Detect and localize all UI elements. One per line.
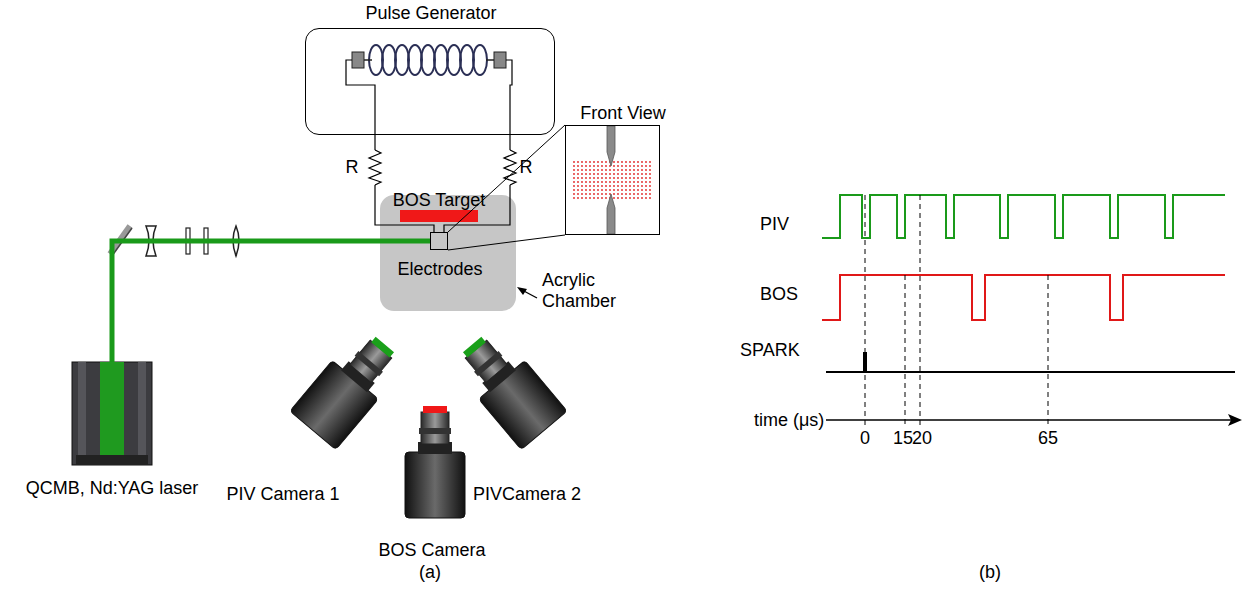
- front-view-inset: Front View: [565, 125, 660, 235]
- laser-unit: QCMB, Nd:YAG laser: [72, 362, 152, 465]
- node-label: PIVCamera 2: [473, 484, 581, 505]
- signal-name: BOS: [760, 284, 798, 305]
- node-label: PIV Camera 1: [226, 484, 339, 505]
- electrodes-box: Electrodes: [430, 232, 448, 250]
- bos-camera: BOS Camera: [400, 400, 470, 520]
- node-label: Electrodes: [397, 259, 482, 280]
- resistor-label: R: [346, 157, 359, 178]
- wire: [375, 135, 434, 232]
- pulse-generator: Pulse Generator: [305, 28, 555, 135]
- tick-label: 20: [912, 428, 932, 449]
- signal-name: SPARK: [740, 340, 800, 361]
- inset-leader: [448, 125, 565, 250]
- panel-label: (a): [419, 562, 441, 583]
- node-label: QCMB, Nd:YAG laser: [26, 478, 199, 499]
- tick-label: 0: [860, 428, 870, 449]
- resistor-symbol: [369, 150, 381, 185]
- node-label: Front View: [580, 103, 666, 124]
- node-label: Pulse Generator: [365, 3, 496, 24]
- node-label: BOS Target: [393, 190, 486, 211]
- acrylic-chamber: Acrylic ChamberBOS TargetElectrodes: [380, 195, 516, 311]
- signal-name: PIV: [760, 214, 789, 235]
- piv-camera: PIV Camera 1: [300, 335, 392, 445]
- tick-label: 15: [893, 428, 913, 449]
- timing-diagram: [822, 195, 1242, 426]
- bos-target: BOS Target: [400, 210, 478, 222]
- node-label: Acrylic Chamber: [542, 270, 630, 311]
- laser-beam: [112, 241, 430, 362]
- panel-label: (b): [979, 562, 1001, 583]
- resistor-label: R: [520, 157, 533, 178]
- axis-label: time (μs): [752, 410, 826, 431]
- tick-label: 65: [1038, 428, 1058, 449]
- coil-symbol: [369, 45, 487, 75]
- node-label: BOS Camera: [378, 540, 485, 561]
- leader-arrow: [517, 287, 537, 298]
- piv-camera: PIVCamera 2: [468, 335, 560, 445]
- wire: [444, 135, 510, 232]
